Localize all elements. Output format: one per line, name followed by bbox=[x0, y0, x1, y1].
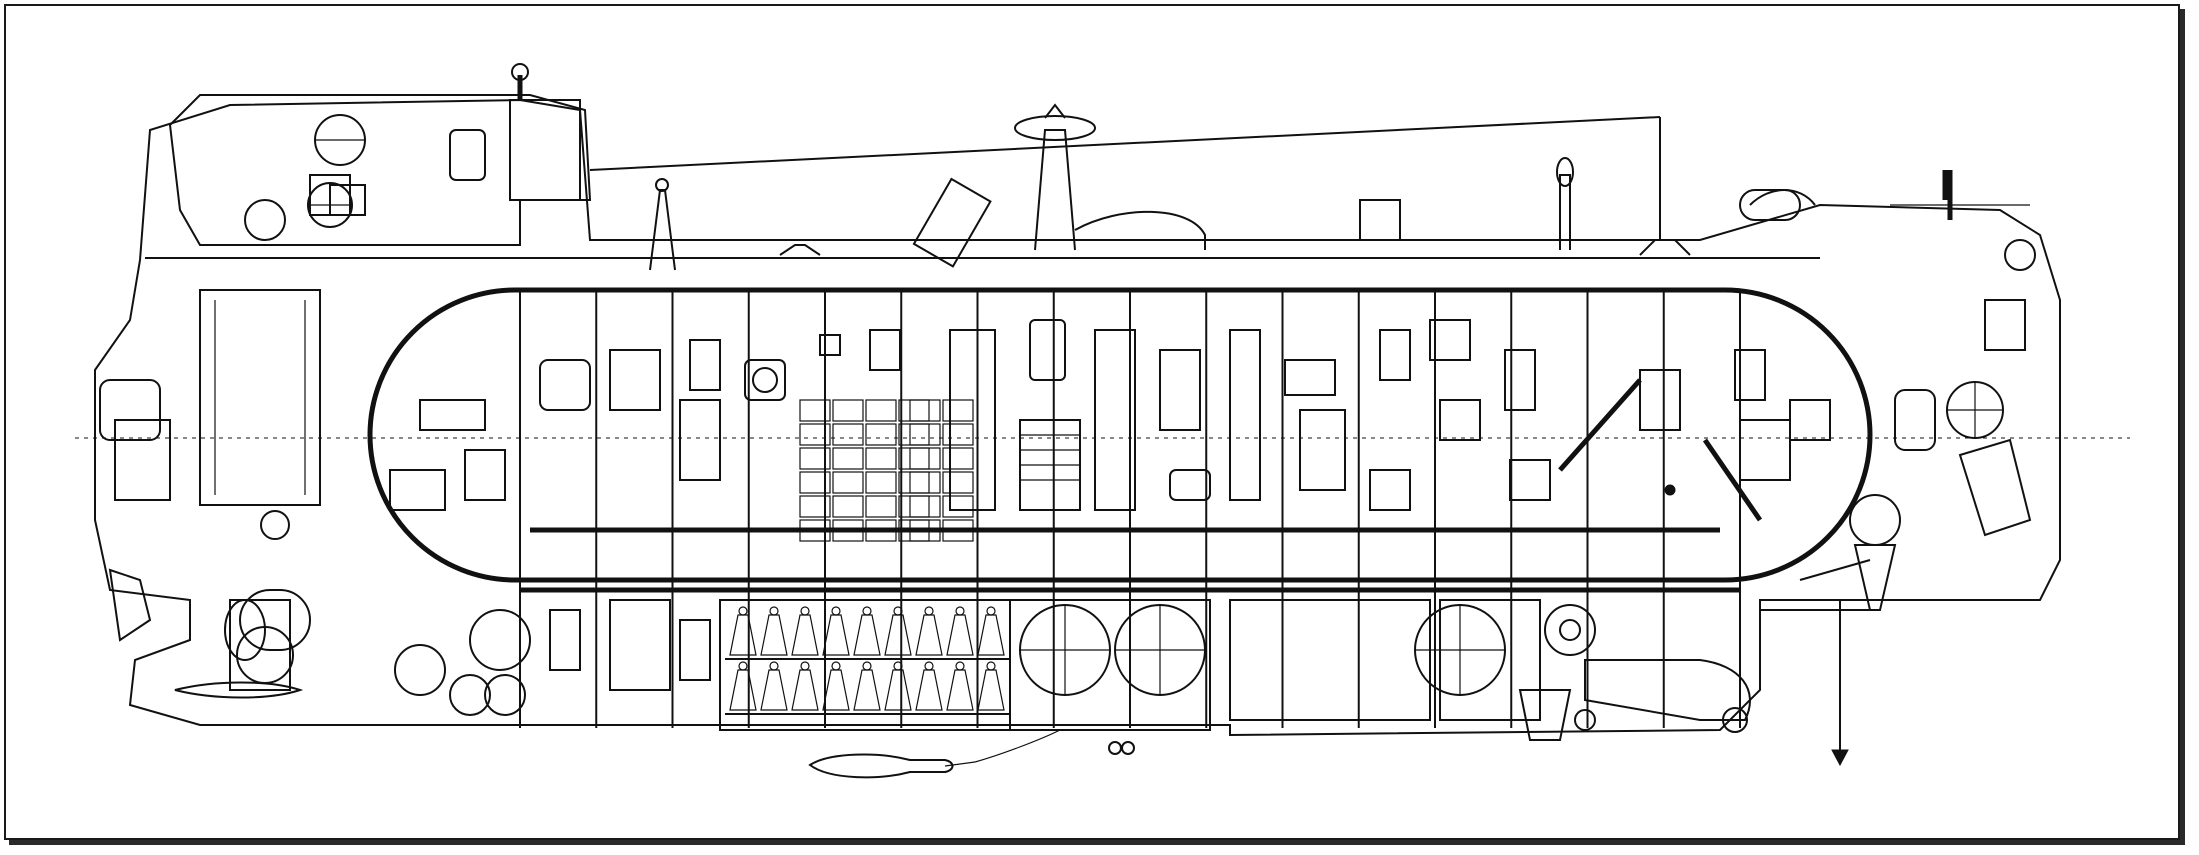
battery-cell bbox=[977, 614, 1005, 656]
storage-cell bbox=[865, 447, 897, 470]
storage-cell bbox=[898, 447, 930, 470]
snorkel-fairing bbox=[1074, 210, 1206, 250]
storage-cell bbox=[799, 471, 831, 494]
storage-cell bbox=[865, 519, 897, 542]
battery-terminal bbox=[924, 606, 934, 616]
battery-cell bbox=[853, 669, 881, 711]
battery-terminal bbox=[738, 606, 748, 616]
battery-terminal bbox=[986, 661, 996, 671]
snorkel-mast bbox=[1034, 129, 1076, 251]
battery-cell bbox=[915, 669, 943, 711]
storage-cell bbox=[898, 495, 930, 518]
battery-cell bbox=[822, 669, 850, 711]
storage-cell bbox=[799, 495, 831, 518]
battery-terminal bbox=[862, 661, 872, 671]
storage-cell bbox=[909, 447, 941, 470]
snorkel-head bbox=[1014, 115, 1096, 141]
battery-terminal bbox=[955, 606, 965, 616]
battery-terminal bbox=[831, 606, 841, 616]
snorkel-pipe bbox=[912, 177, 992, 268]
battery-cell bbox=[915, 614, 943, 656]
storage-cell bbox=[942, 495, 974, 518]
battery-cell bbox=[729, 614, 757, 656]
storage-cell bbox=[909, 399, 941, 422]
storage-cell bbox=[898, 423, 930, 446]
storage-cell bbox=[799, 519, 831, 542]
outer-hull bbox=[94, 98, 2061, 737]
storage-cell bbox=[799, 399, 831, 422]
storage-cell bbox=[909, 471, 941, 494]
storage-cell bbox=[799, 447, 831, 470]
conning-tower bbox=[168, 94, 592, 246]
battery-cell bbox=[853, 614, 881, 656]
storage-cell bbox=[832, 519, 864, 542]
fore-equipment bbox=[1739, 170, 2036, 611]
battery-terminal bbox=[862, 606, 872, 616]
storage-cell bbox=[865, 423, 897, 446]
tower-hatch bbox=[509, 99, 581, 201]
underkeel-gear bbox=[1518, 559, 1880, 767]
storage-cell bbox=[832, 447, 864, 470]
storage-cell bbox=[898, 399, 930, 422]
battery-terminal bbox=[893, 606, 903, 616]
deck-fittings bbox=[649, 157, 1948, 271]
battery-cell bbox=[822, 614, 850, 656]
storage-cell bbox=[832, 399, 864, 422]
battery-cell bbox=[760, 669, 788, 711]
battery-cell bbox=[729, 669, 757, 711]
battery-terminal bbox=[769, 606, 779, 616]
battery-terminal bbox=[831, 661, 841, 671]
battery-cell bbox=[760, 614, 788, 656]
storage-cell bbox=[832, 495, 864, 518]
battery-cell bbox=[946, 669, 974, 711]
storage-cell bbox=[942, 399, 974, 422]
tower-periscope-head bbox=[511, 63, 529, 81]
storage-cell bbox=[942, 423, 974, 446]
storage-cell bbox=[909, 495, 941, 518]
storage-cell bbox=[909, 519, 941, 542]
battery-terminal bbox=[800, 606, 810, 616]
battery-cell bbox=[884, 614, 912, 656]
towed-probe bbox=[808, 729, 1135, 779]
aft-equipment bbox=[99, 114, 711, 716]
storage-grid bbox=[799, 399, 974, 542]
storage-cell bbox=[865, 471, 897, 494]
battery-terminal bbox=[924, 661, 934, 671]
storage-cell bbox=[865, 495, 897, 518]
lower-tanks bbox=[719, 599, 1541, 731]
deck-wire bbox=[589, 116, 1661, 171]
storage-cell bbox=[909, 423, 941, 446]
storage-cell bbox=[832, 423, 864, 446]
battery-cell bbox=[946, 614, 974, 656]
storage-cell bbox=[942, 471, 974, 494]
storage-cell bbox=[942, 519, 974, 542]
figure-border bbox=[4, 4, 2180, 840]
battery-compartment bbox=[725, 606, 1009, 715]
storage-cell bbox=[832, 471, 864, 494]
storage-cell bbox=[898, 471, 930, 494]
battery-cell bbox=[791, 614, 819, 656]
storage-cell bbox=[942, 447, 974, 470]
battery-cell bbox=[977, 669, 1005, 711]
compartment-equipment bbox=[389, 319, 1831, 522]
battery-terminal bbox=[769, 661, 779, 671]
battery-terminal bbox=[955, 661, 965, 671]
snorkel-head-top bbox=[1044, 103, 1066, 119]
battery-cell bbox=[791, 669, 819, 711]
storage-cell bbox=[799, 423, 831, 446]
battery-terminal bbox=[986, 606, 996, 616]
storage-cell bbox=[865, 399, 897, 422]
lower-spheres bbox=[1019, 604, 1506, 696]
pressure-hull bbox=[367, 287, 1873, 583]
battery-cell bbox=[884, 669, 912, 711]
battery-terminal bbox=[800, 661, 810, 671]
battery-terminal bbox=[893, 661, 903, 671]
battery-terminal bbox=[738, 661, 748, 671]
